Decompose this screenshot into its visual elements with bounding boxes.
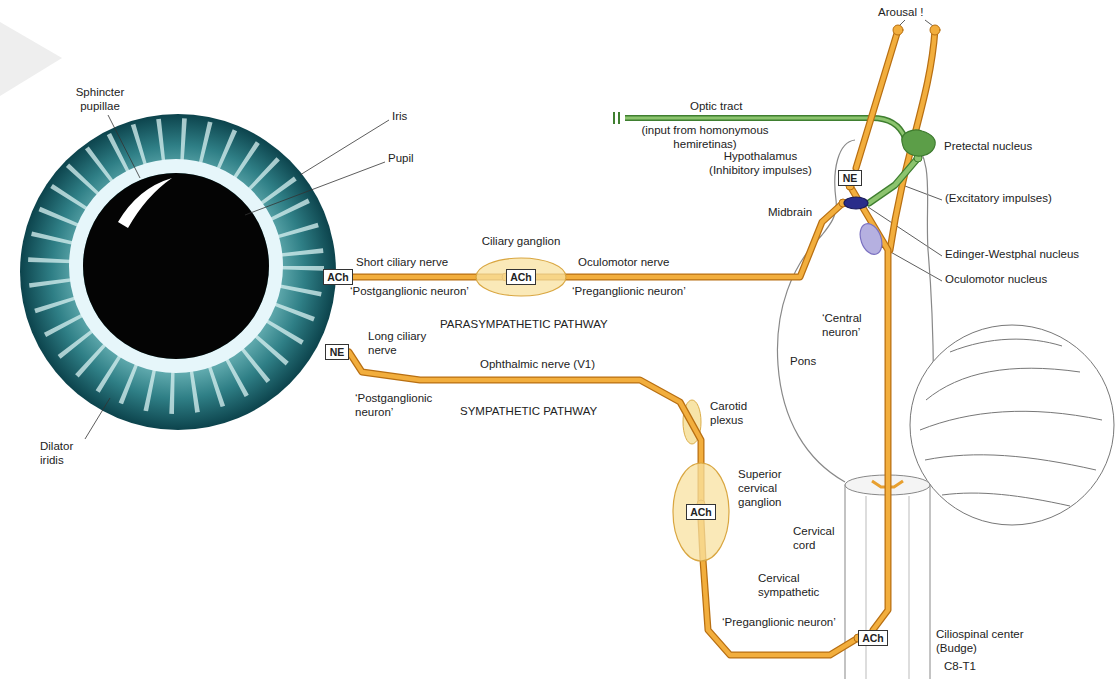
transmitter-box: ACh (686, 504, 716, 520)
transmitter-label: ACh (327, 272, 349, 283)
corner-mark (0, 22, 62, 96)
fiber-outline (536, 203, 843, 277)
annotation-label: ‘Preganglionic neuron’ (722, 616, 836, 630)
nucleus-shape (860, 222, 882, 256)
ganglion-outline (673, 463, 729, 561)
nucleus-shape (843, 196, 869, 210)
annotation-label: Pupil (388, 152, 414, 166)
annotation-label: Hypothalamus (Inhibitory impulses) (698, 150, 823, 178)
transmitter-label: NE (843, 173, 858, 184)
fiber-outline (869, 158, 918, 203)
transmitter-box: ACh (506, 269, 536, 285)
fiber-outline (349, 352, 701, 504)
fiber-core (536, 203, 843, 277)
nerve-fiber (846, 182, 888, 630)
annotation-label: PARASYMPATHETIC PATHWAY (440, 318, 608, 332)
annotation-label: (input from homonymous hemiretinas) (615, 124, 795, 152)
annotation-label: ‘Postganglionic neuron’ (350, 285, 469, 299)
nucleus: Pretectal nucleus (898, 128, 938, 158)
ganglion-outline (476, 258, 566, 296)
nucleus-outline (902, 130, 935, 156)
structure-label: Pretectal nucleus (944, 140, 1032, 154)
fiber-core (869, 158, 918, 203)
annotation-label: Cervical sympathetic (758, 572, 828, 600)
fiber-core (349, 352, 701, 504)
annotation-label: (Excitatory impulses) (945, 192, 1052, 206)
annotation-label: Short ciliary nerve (356, 256, 448, 270)
nucleus-outline (844, 197, 868, 209)
structure-label: Ciliary ganglion (482, 235, 561, 249)
transmitter-box: ACh (858, 630, 888, 646)
nucleus: Edinger-Westphal nucleus (843, 196, 869, 210)
structure-label: Edinger-Westphal nucleus (945, 248, 1079, 262)
nerve-fiber (701, 520, 862, 655)
transmitter-label: NE (330, 347, 345, 358)
annotation-label: Iris (392, 110, 407, 124)
annotation-label: Oculomotor nerve (578, 256, 669, 270)
annotation-label: Dilator iridis (40, 440, 95, 468)
annotation-label: ‘Preganglionic neuron’ (572, 285, 686, 299)
fiber-core (850, 186, 888, 630)
eye (20, 114, 336, 430)
annotation-label: Pons (790, 355, 816, 369)
annotation-label: Arousal ! (878, 6, 923, 20)
annotation-label: Midbrain (768, 206, 812, 220)
annotation-label: Sphincter pupillae (60, 86, 140, 114)
nucleus-shape (898, 128, 938, 158)
annotation-label: ‘Central neuron’ (822, 312, 878, 340)
annotation-label: C8-T1 (944, 660, 976, 674)
cerebellum (910, 325, 1114, 525)
annotation-label: SYMPATHETIC PATHWAY (460, 405, 597, 419)
annotation-label: Optic tract (690, 100, 742, 114)
transmitter-box: ACh (323, 269, 353, 285)
annotation-label: Ophthalmic nerve (V1) (480, 358, 595, 372)
structure-label: Superior cervical ganglion (738, 468, 800, 509)
transmitter-box: NE (838, 170, 862, 186)
nerve-fiber (536, 199, 847, 277)
annotation-label: Long ciliary nerve (368, 330, 436, 358)
annotation-label: ‘Postganglionic neuron’ (355, 392, 447, 420)
structure-label: Oculomotor nucleus (945, 273, 1047, 287)
transmitter-label: ACh (510, 272, 532, 283)
nerve-fiber (869, 154, 922, 203)
fiber-outline (850, 186, 888, 630)
ganglion: Superior cervical ganglionACh (672, 462, 730, 562)
nucleus: Oculomotor nucleus (860, 222, 882, 256)
annotation-label: Cervical cord (793, 525, 843, 553)
annotation-label: Ciliospinal center (Budge) (936, 628, 1036, 656)
nerve-fiber (349, 352, 705, 508)
nucleus-outline (856, 221, 886, 258)
leader-lines (85, 20, 942, 439)
transmitter-box: NE (325, 344, 349, 360)
transmitter-label: ACh (690, 507, 712, 518)
transmitter-label: ACh (862, 633, 884, 644)
annotation-label: Carotid plexus (710, 400, 760, 428)
ganglion: Ciliary ganglionACh (475, 257, 567, 297)
